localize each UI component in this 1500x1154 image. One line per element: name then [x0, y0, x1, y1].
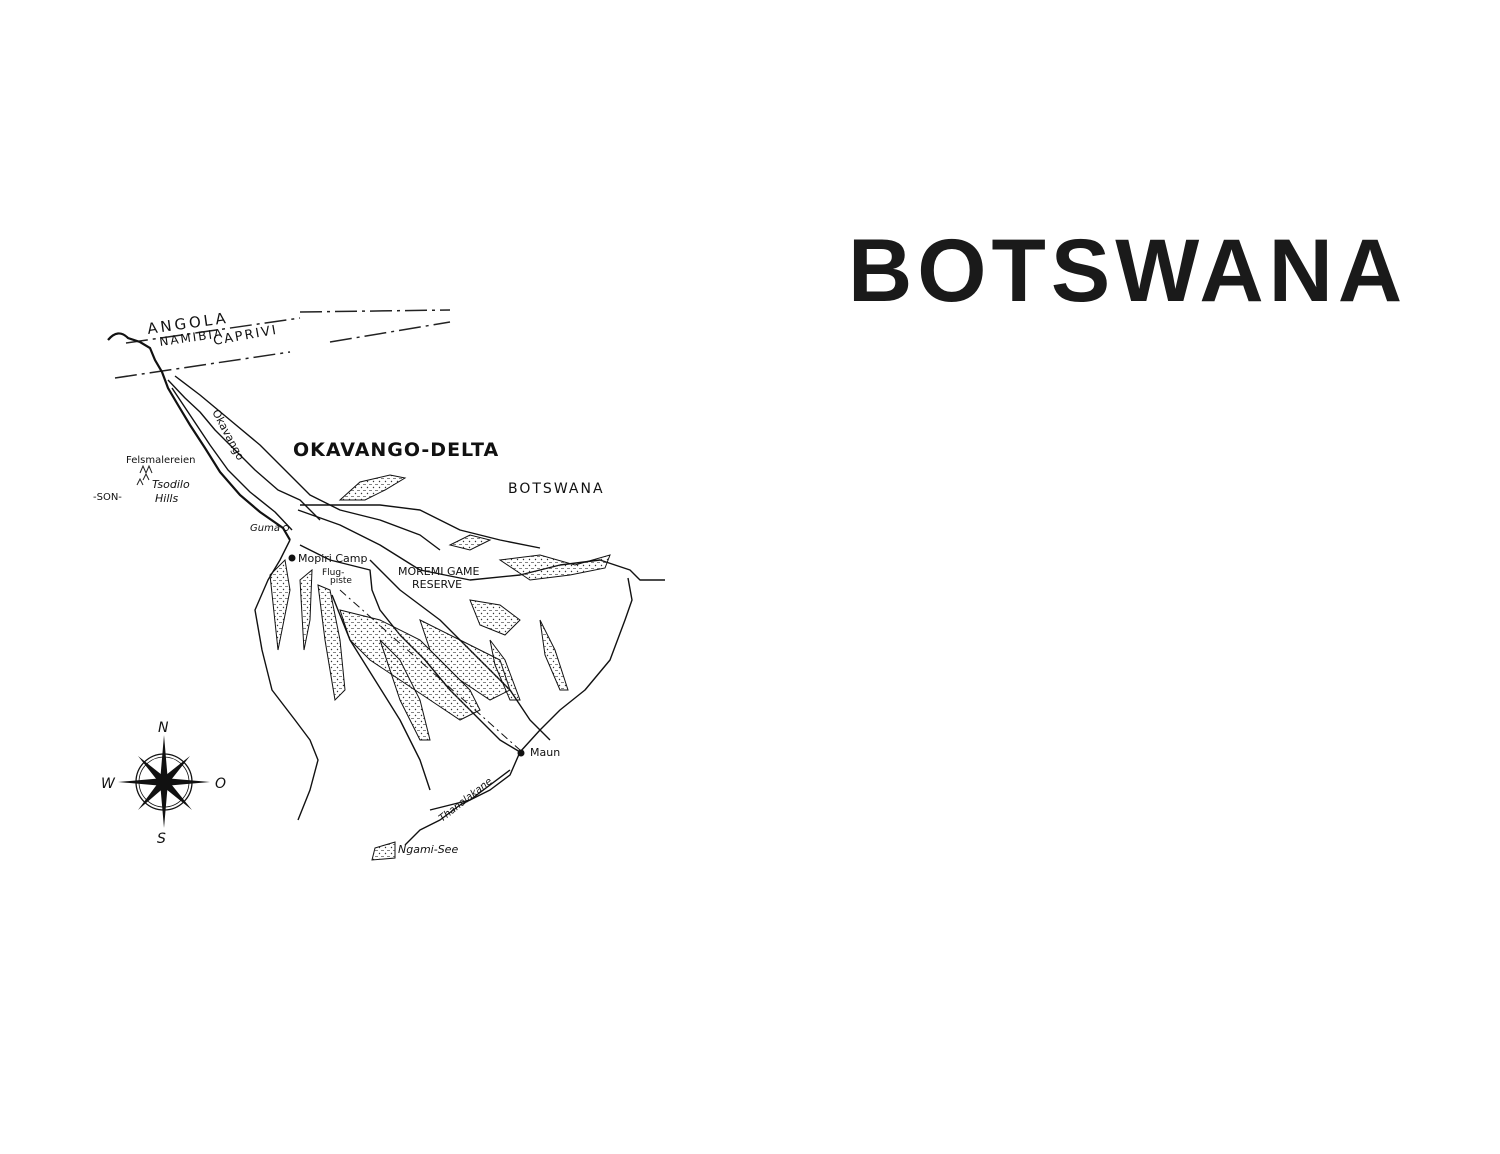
label-okavango-delta: OKAVANGO-DELTA — [293, 439, 499, 461]
label-son: -SON- — [93, 492, 122, 503]
tsodilo-hills-icon — [136, 464, 153, 486]
label-felsmalereien: Felsmalereien — [126, 455, 195, 466]
label-botswana: BOTSWANA — [508, 481, 605, 497]
label-okavango-river: Okavango — [209, 407, 247, 462]
label-tsodilo: Tsodilo — [152, 478, 190, 491]
label-maun: Maun — [530, 746, 560, 759]
mopiri-camp-marker — [288, 554, 296, 562]
page-title: BOTSWANA — [848, 220, 1408, 320]
flight-route — [339, 589, 521, 751]
compass-s: S — [157, 831, 166, 847]
compass-w: W — [101, 776, 116, 792]
label-hills: Hills — [155, 492, 178, 505]
label-moremi-2: RESERVE — [412, 578, 462, 591]
compass-n: N — [158, 720, 169, 736]
compass-o: O — [215, 776, 226, 792]
label-mopiri-camp: Mopiri Camp — [298, 552, 367, 565]
label-guma: Guma — [250, 523, 280, 534]
country-borders — [114, 309, 451, 379]
label-ngami-see: Ngami-See — [398, 843, 458, 856]
label-moremi-1: MOREMI GAME — [398, 565, 480, 578]
compass-rose-icon: N S W O — [101, 720, 226, 847]
guma-marker — [283, 525, 289, 531]
maun-marker — [517, 749, 525, 757]
label-flug: Flug- — [322, 568, 344, 578]
marsh-areas — [269, 474, 611, 861]
label-piste: piste — [330, 576, 352, 586]
label-thanalakane: Thanalakane — [437, 776, 494, 824]
okavango-river — [107, 332, 665, 581]
